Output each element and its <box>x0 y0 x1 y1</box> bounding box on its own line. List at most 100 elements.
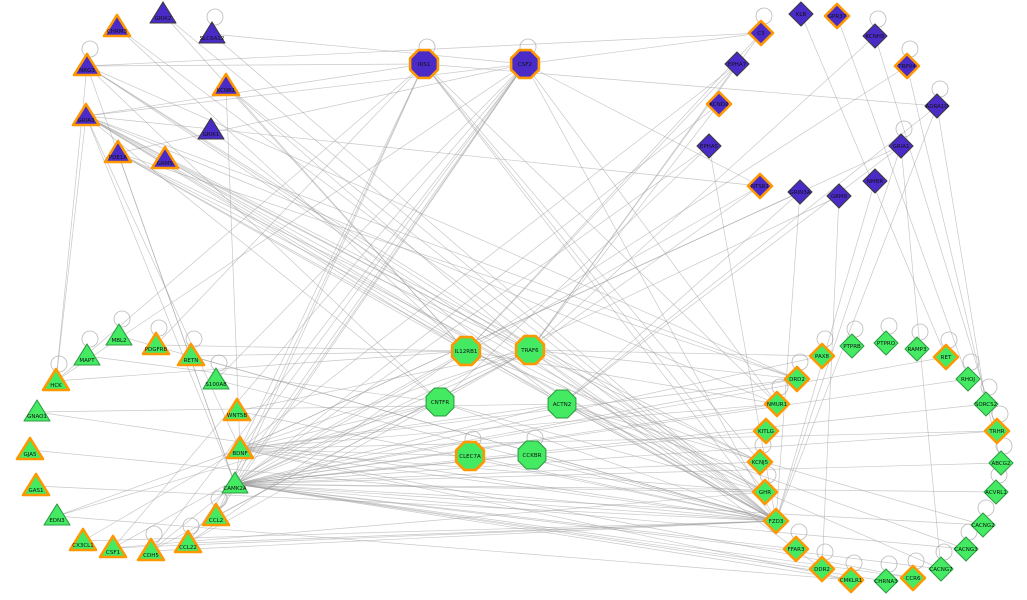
graph-node-clec7a[interactable]: CLEC7A <box>454 440 486 472</box>
graph-node-cmklr1[interactable]: CMKLR1 <box>837 566 865 594</box>
graph-edge <box>821 195 840 570</box>
graph-node-gpr37[interactable]: GPR37 <box>823 2 851 30</box>
graph-node-ntsr1[interactable]: NTSR1 <box>746 172 774 200</box>
graph-node-pde1a[interactable]: PDE1A <box>103 139 133 164</box>
graph-node-klb[interactable]: KLB <box>788 1 814 27</box>
graph-edge <box>35 485 777 522</box>
graph-node-mapt[interactable]: MAPT <box>73 343 101 366</box>
graph-node-nrg3[interactable]: NRG3 <box>72 52 102 77</box>
graph-edge <box>85 63 526 117</box>
node-shape <box>176 342 206 367</box>
self-loop <box>880 317 898 335</box>
graph-node-trhr[interactable]: TRHR <box>983 417 1011 445</box>
graph-node-hck[interactable]: HCK <box>41 367 71 392</box>
graph-node-sorcs2[interactable]: SORCS2 <box>973 391 999 417</box>
self-loop <box>145 525 163 543</box>
graph-node-gnao1[interactable]: GNAO1 <box>23 399 51 422</box>
graph-edge <box>775 145 902 522</box>
graph-node-ghr[interactable]: GHR <box>751 478 779 506</box>
graph-node-kcnd2[interactable]: KCND2 <box>705 90 733 118</box>
graph-node-actn2[interactable]: ACTN2 <box>547 389 577 419</box>
graph-node-cacng2[interactable]: CACNG2 <box>970 512 996 538</box>
graph-edge <box>234 63 425 485</box>
graph-node-pax8[interactable]: PAX8 <box>808 342 836 370</box>
self-loop <box>50 355 68 373</box>
graph-node-gas1[interactable]: GAS1 <box>21 472 51 497</box>
graph-node-cdh5[interactable]: CDH5 <box>136 537 166 562</box>
graph-edge <box>465 350 761 463</box>
node-shape <box>746 172 774 200</box>
graph-edge <box>234 63 526 485</box>
graph-node-grm5[interactable]: GRM5 <box>150 145 180 170</box>
node-shape <box>873 330 899 356</box>
self-loop <box>846 320 864 338</box>
graph-node-gria1[interactable]: GRIA1 <box>888 133 914 159</box>
graph-node-cx3cl1[interactable]: CX3CL1 <box>68 527 98 552</box>
graph-edge <box>239 401 441 450</box>
graph-edge <box>239 448 766 493</box>
node-shape <box>932 343 960 371</box>
graph-node-cntfr[interactable]: CNTFR <box>425 387 455 417</box>
graph-node-ret[interactable]: RET <box>932 343 960 371</box>
node-shape <box>201 502 231 527</box>
node-shape <box>888 133 914 159</box>
graph-edge <box>234 483 766 493</box>
graph-node-chrm3[interactable]: CHRM3 <box>102 13 132 38</box>
graph-node-trpv4[interactable]: TRPV4 <box>893 52 921 80</box>
graph-node-ptprb[interactable]: PTPRB <box>839 333 865 359</box>
graph-edge <box>112 520 777 549</box>
node-shape <box>41 367 71 392</box>
graph-node-adra1d[interactable]: ADRA1D <box>924 93 950 119</box>
graph-node-slc6a12[interactable]: SLC6A12 <box>198 21 226 44</box>
graph-edge <box>234 403 778 485</box>
self-loop <box>901 40 919 58</box>
graph-node-irs1[interactable]: IRS1 <box>408 48 440 80</box>
graph-node-traf6[interactable]: TRAF6 <box>514 334 546 366</box>
graph-node-kcnh5[interactable]: KCNH5 <box>862 23 888 49</box>
graph-node-edn3[interactable]: EDN3 <box>43 503 71 526</box>
graph-edge <box>874 35 998 432</box>
graph-edge <box>215 379 777 522</box>
graph-node-grin3a[interactable]: GRIN3A <box>787 179 813 205</box>
graph-edge <box>439 145 710 403</box>
graph-node-abcg2[interactable]: ABCG2 <box>988 450 1014 476</box>
graph-node-cacng7[interactable]: CACNG7 <box>928 556 954 582</box>
graph-node-ccr6[interactable]: CCR6 <box>899 564 927 592</box>
graph-node-grik2[interactable]: GRIK2 <box>149 1 177 24</box>
graph-node-rhoj[interactable]: RHOJ <box>955 366 981 392</box>
graph-node-ccl2[interactable]: CCL2 <box>201 502 231 527</box>
graph-node-csf2[interactable]: CSF2 <box>509 48 541 80</box>
graph-edge <box>117 152 777 522</box>
graph-edge <box>234 483 984 526</box>
graph-node-cckbr[interactable]: CCKBR <box>517 440 547 470</box>
graph-node-gja5[interactable]: GJA5 <box>15 436 45 461</box>
graph-node-chrna3[interactable]: CHRNA3 <box>873 568 899 594</box>
graph-edge <box>234 462 1002 485</box>
graph-node-kcnj5[interactable]: KCNJ5 <box>746 448 774 476</box>
graph-node-drd2[interactable]: DRD2 <box>783 365 811 393</box>
graph-node-grik1[interactable]: GRIK1 <box>197 117 225 140</box>
graph-edge <box>150 63 526 552</box>
node-shape <box>509 48 541 80</box>
graph-node-ccl22[interactable]: CCL22 <box>173 529 203 554</box>
graph-edge <box>234 185 761 485</box>
graph-node-ptpro[interactable]: PTPRO <box>873 330 899 356</box>
graph-edge <box>234 483 967 550</box>
graph-edge <box>85 115 778 405</box>
graph-node-fzd3[interactable]: FZD3 <box>762 507 790 535</box>
graph-node-il12rb1[interactable]: IL12RB1 <box>450 335 482 367</box>
graph-node-wnt5b[interactable]: WNT5B <box>222 397 252 422</box>
graph-node-kcnb1[interactable]: KCNB1 <box>211 72 241 97</box>
node-shape <box>21 472 51 497</box>
graph-node-retn[interactable]: RETN <box>176 342 206 367</box>
graph-node-c3[interactable]: C3 <box>747 19 775 47</box>
graph-node-ramp3[interactable]: RAMP3 <box>904 336 930 362</box>
graph-node-cacng3[interactable]: CACNG3 <box>953 536 979 562</box>
self-loop <box>790 523 808 541</box>
graph-edge <box>112 491 766 549</box>
graph-node-grm8[interactable]: GRM8 <box>826 183 852 209</box>
graph-edge <box>529 349 798 380</box>
graph-node-ddr2[interactable]: DDR2 <box>808 555 836 583</box>
graph-node-csf1[interactable]: CSF1 <box>98 534 128 559</box>
